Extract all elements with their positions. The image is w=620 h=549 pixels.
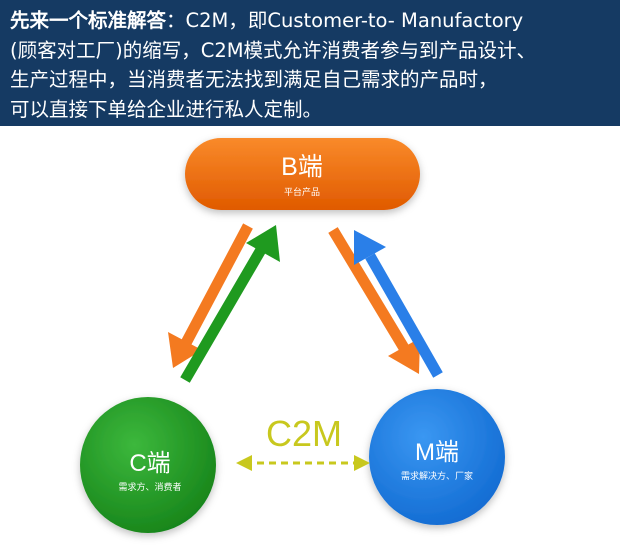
c-node: [80, 397, 216, 533]
c2m-diagram: B端 平台产品 C端 需求方、消费者 M端 需求解决方、厂家 C2M: [80, 138, 505, 533]
m-node: [369, 389, 505, 525]
arrow-m-to-b: [354, 230, 443, 378]
m-node-title: M端: [415, 439, 459, 466]
c-node-subtitle: 需求方、消费者: [118, 481, 181, 493]
b-node-title: B端: [281, 153, 323, 181]
c2m-double-arrow: [236, 455, 370, 471]
b-node-subtitle: 平台产品: [284, 186, 320, 198]
header-line-1-rest: ：C2M，即Customer-to- Manufactory: [166, 9, 524, 32]
header-banner: 先来一个标准解答：C2M，即Customer-to- Manufactory (…: [0, 0, 620, 126]
m-node-subtitle: 需求解决方、厂家: [401, 470, 473, 482]
arrow-b-to-m: [328, 227, 420, 374]
b-node: [185, 138, 420, 210]
header-line-4: 可以直接下单给企业进行私人定制。: [10, 97, 323, 121]
arrow-b-to-c: [168, 223, 253, 368]
c2m-label: C2M: [266, 413, 342, 454]
header-line-2: (顾客对工厂)的缩写，C2M模式允许消费者参与到产品设计、: [10, 38, 537, 62]
header-line-1: 先来一个标准解答：C2M，即Customer-to- Manufactory: [10, 6, 610, 36]
c-node-title: C端: [129, 450, 170, 477]
arrow-c-to-b: [180, 225, 280, 383]
header-line-3: 生产过程中，当消费者无法找到满足自己需求的产品时，: [10, 68, 498, 91]
header-lead: 先来一个标准解答: [10, 9, 167, 32]
